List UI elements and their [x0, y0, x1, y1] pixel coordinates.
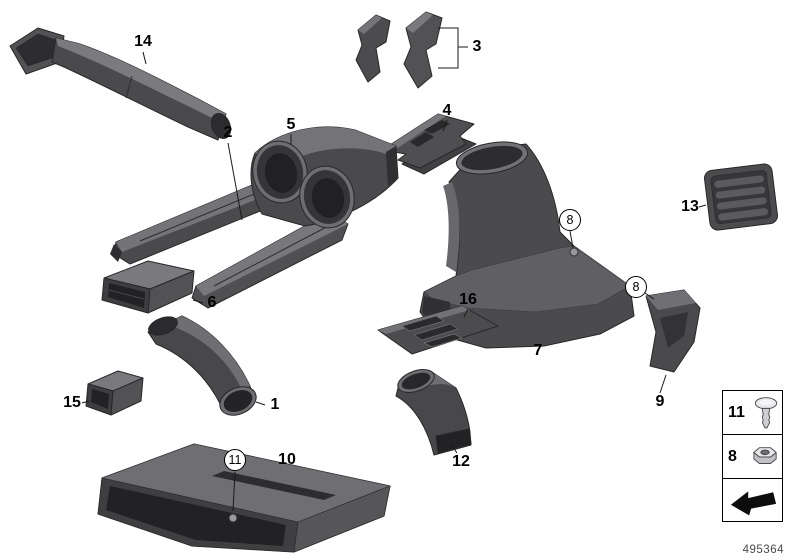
callout-9[interactable]: 9 — [655, 393, 665, 410]
callout-3[interactable]: 3 — [472, 38, 482, 55]
part-10-shape[interactable] — [97, 443, 391, 553]
callout-15[interactable]: 15 — [63, 394, 81, 411]
part-5-shape[interactable] — [247, 126, 399, 233]
part-15-shape[interactable] — [85, 370, 144, 416]
legend-label-8: 8 — [728, 447, 737, 465]
legend-row-8[interactable]: 8 — [723, 435, 782, 479]
rivet-icon — [754, 396, 778, 428]
leader-line-8b — [644, 292, 655, 300]
callout-5[interactable]: 5 — [286, 116, 296, 133]
part-14-shape[interactable] — [9, 27, 234, 141]
callout-4[interactable]: 4 — [442, 102, 452, 119]
part-4-shape[interactable] — [381, 113, 477, 175]
callout-13[interactable]: 13 — [681, 198, 699, 215]
part-12-shape[interactable] — [395, 365, 472, 456]
part-7-shape[interactable] — [419, 137, 635, 349]
leader-line-13 — [698, 204, 707, 208]
part-9-shape[interactable] — [645, 289, 701, 373]
part-3-shape[interactable] — [355, 11, 443, 89]
callout-6[interactable]: 6 — [207, 294, 217, 311]
part-13-shape[interactable] — [704, 163, 779, 231]
leader-lines — [81, 27, 707, 512]
fastener-legend: 11 8 — [722, 390, 783, 522]
nut-icon — [753, 446, 777, 464]
leader-line-6 — [192, 299, 204, 304]
leader-line-9 — [659, 374, 667, 394]
leader-line-4 — [442, 119, 448, 132]
leader-line-15 — [81, 400, 90, 404]
callout-8a[interactable]: 8 — [559, 209, 581, 231]
legend-direction-cell — [723, 479, 782, 521]
callout-2[interactable]: 2 — [223, 124, 233, 141]
callout-11[interactable]: 11 — [224, 449, 246, 471]
leader-line-8a — [569, 230, 574, 249]
leader-line-14 — [142, 51, 147, 65]
callout-16[interactable]: 16 — [459, 291, 477, 308]
leader-line-11 — [232, 471, 236, 512]
callout-14[interactable]: 14 — [134, 33, 152, 50]
callout-10[interactable]: 10 — [278, 451, 296, 468]
legend-row-11[interactable]: 11 — [723, 391, 782, 435]
leader-line-1 — [255, 401, 266, 406]
callout-1[interactable]: 1 — [270, 396, 280, 413]
direction-arrow-icon — [730, 491, 776, 516]
leader-line-12 — [450, 443, 458, 454]
leader-line-16 — [463, 308, 469, 318]
part-6-shape[interactable] — [101, 260, 195, 314]
legend-label-11: 11 — [728, 403, 745, 421]
leader-line-3-bracket — [438, 27, 459, 69]
part-1-shape[interactable] — [146, 313, 260, 420]
callout-12[interactable]: 12 — [452, 453, 470, 470]
drawing-number: 495364 — [742, 544, 784, 556]
callout-7[interactable]: 7 — [533, 342, 543, 359]
part-16-shape[interactable] — [377, 305, 499, 355]
callout-8b[interactable]: 8 — [625, 276, 647, 298]
leader-line-2 — [227, 142, 243, 221]
